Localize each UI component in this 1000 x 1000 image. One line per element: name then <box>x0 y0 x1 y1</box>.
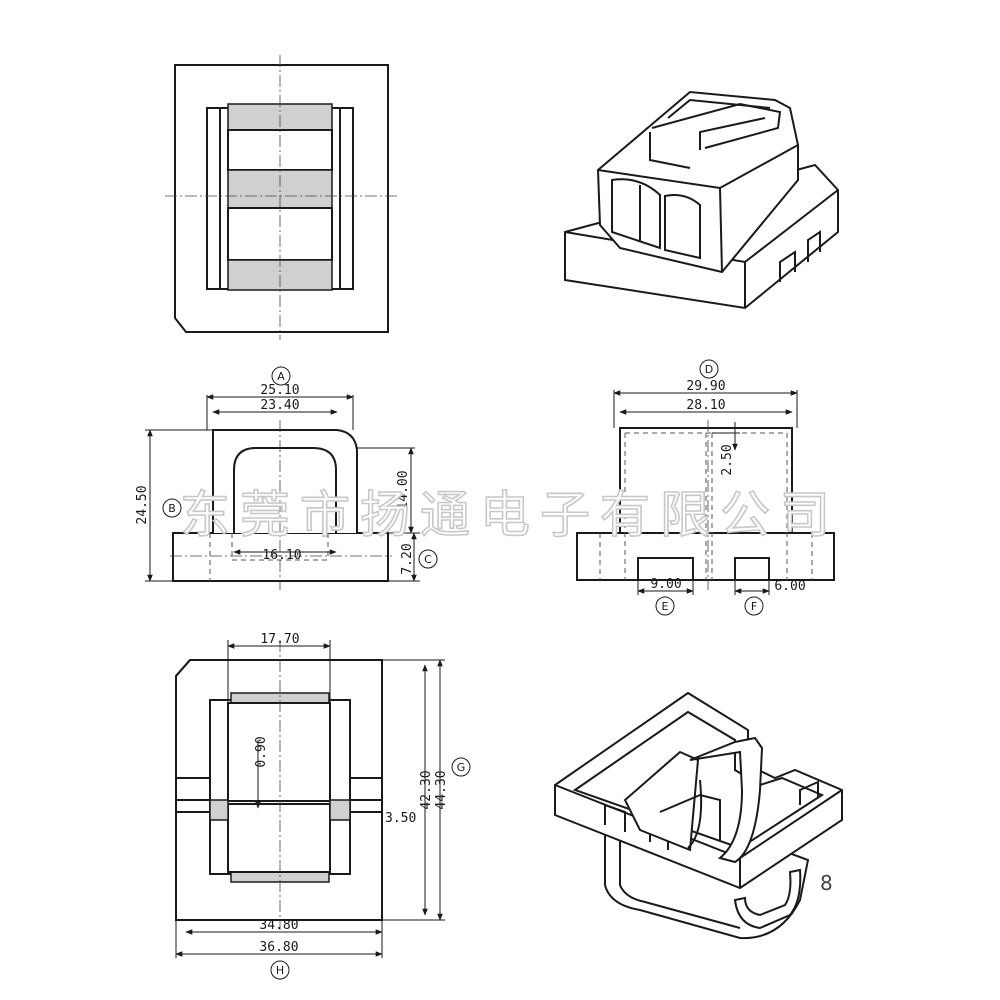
front-view: A B C 25.10 23.40 24.50 14.00 7.20 16.10 <box>135 366 438 590</box>
dim-base-slot: 16.10 <box>262 548 301 563</box>
dim-mid-height: 3.50 <box>385 811 416 826</box>
side-view: D E F 29.90 28.10 2.50 9.00 6.00 <box>576 359 835 616</box>
ref-h-label: H <box>276 964 284 977</box>
dim-h: 36.80 <box>259 940 298 955</box>
dim-e: 9.00 <box>650 577 681 592</box>
bottom-view: G H 17.70 0.90 3.50 42.30 44.30 34.80 36… <box>175 632 471 980</box>
dim-bottom-top-width: 17.70 <box>260 632 299 647</box>
dim-d: 29.90 <box>686 379 725 394</box>
ref-a-label: A <box>277 370 285 383</box>
isometric-view-bottom <box>554 691 843 940</box>
ref-c-label: C <box>424 553 432 566</box>
dim-bottom-inner-width: 34.80 <box>259 918 298 933</box>
dim-f: 6.00 <box>774 579 805 594</box>
ref-g-label: G <box>457 761 466 774</box>
top-view <box>165 55 398 340</box>
dim-side-inner-width: 28.10 <box>686 398 725 413</box>
dim-top-offset: 2.50 <box>720 444 735 475</box>
dim-bottom-inner-height: 42.30 <box>419 770 434 809</box>
dim-slot-height: 14.00 <box>396 470 411 509</box>
ref-b-label: B <box>168 502 176 515</box>
ref-d-label: D <box>705 363 713 376</box>
dim-c: 7.20 <box>400 543 415 574</box>
dim-g: 44.30 <box>434 770 449 809</box>
page-number: 8 <box>820 871 833 895</box>
dim-gap: 0.90 <box>254 736 269 767</box>
ref-e-label: E <box>662 600 669 613</box>
isometric-view-top <box>564 90 839 310</box>
dim-a: 25.10 <box>260 383 299 398</box>
dim-b: 24.50 <box>135 485 150 524</box>
company-watermark: 东莞市扬通电子有限公司 <box>180 486 840 544</box>
dim-front-inner-width: 23.40 <box>260 398 299 413</box>
ref-f-label: F <box>751 600 757 613</box>
